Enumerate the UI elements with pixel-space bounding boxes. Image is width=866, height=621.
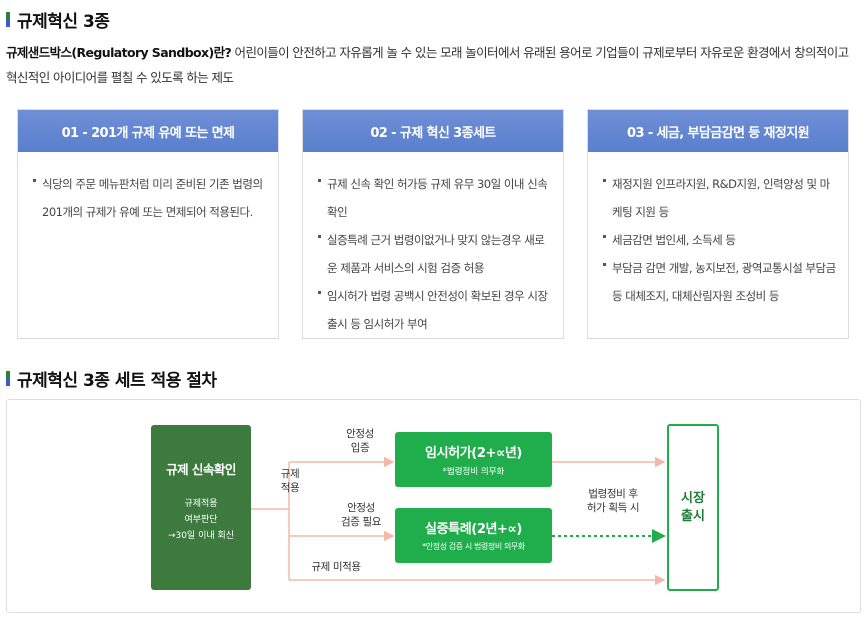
- card-3-list: 재정지원 인프라지원, R&D지원, 인력양성 및 마케팅 지원 등 세금감면 …: [588, 152, 848, 310]
- card-1-list: 식당의 주문 메뉴판처럼 미리 준비된 기존 법령의 201개의 규제가 유예 …: [18, 152, 278, 226]
- after-revision-label: 법령정비 후 허가 획득 시: [577, 487, 649, 515]
- temp-condition-label: 안정성 입증: [337, 427, 383, 455]
- after-revision-line-1: 법령정비 후: [588, 488, 638, 500]
- temp-permit-note: *법령정비 의무화: [442, 467, 505, 477]
- temp-condition-line-2: 입증: [350, 442, 370, 454]
- section-title-1: 규제혁신 3종: [6, 7, 110, 32]
- card-2-item-3: 임시허가 법령 공백시 안전성이 확보된 경우 시장 출시 등 임시허가 부여: [317, 282, 551, 338]
- card-3: 03 - 세금, 부담금감면 등 재정지원 재정지원 인프라지원, R&D지원,…: [587, 109, 849, 339]
- card-2-item-2: 실증특례 근거 법령이없거나 맞지 않는경우 새로운 제품과 서비스의 시험 검…: [317, 226, 551, 282]
- title-marker-icon: [6, 371, 10, 386]
- intro-paragraph: 규제샌드박스(Regulatory Sandbox)란? 어린이들이 안전하고 …: [6, 40, 858, 90]
- exemption-title: 실증특례(2년+∝): [425, 522, 522, 537]
- no-regulation-label: 규제 미적용: [311, 561, 361, 573]
- card-3-item-1: 재정지원 인프라지원, R&D지원, 인력양성 및 마케팅 지원 등: [602, 170, 836, 226]
- test-condition-line-2: 검증 필요: [341, 516, 381, 528]
- card-1-title: 01 - 201개 규제 유예 또는 면제: [18, 110, 278, 152]
- start-box: 규제 신속확인 규제적용 여부판단 →30일 이내 회신: [151, 425, 251, 590]
- start-sub-1: 규제적용: [184, 499, 218, 509]
- branch-label-line-1: 규제: [280, 468, 300, 480]
- title-marker-icon: [6, 12, 10, 27]
- temp-permit-title: 임시허가(2+∝년): [425, 446, 522, 461]
- after-revision-line-2: 허가 획득 시: [586, 502, 640, 514]
- section-title-text: 규제혁신 3종 세트 적용 절차: [17, 371, 217, 391]
- market-label-line-1: 시장: [681, 490, 705, 506]
- market-launch-box: 시장 출시: [667, 424, 719, 591]
- test-condition-label: 안정성 검증 필요: [333, 501, 389, 529]
- card-3-title: 03 - 세금, 부담금감면 등 재정지원: [588, 110, 848, 152]
- card-3-item-2: 세금감면 법인세, 소득세 등: [602, 226, 836, 254]
- regulatory-exemption-box: 실증특례(2년+∝) *안정성 검증 시 법령정비 의무화: [395, 508, 552, 563]
- temp-permit-box: 임시허가(2+∝년) *법령정비 의무화: [395, 432, 552, 487]
- card-2: 02 - 규제 혁신 3종세트 규제 신속 확인 허가등 규제 유무 30일 이…: [302, 109, 564, 339]
- card-2-item-1: 규제 신속 확인 허가등 규제 유무 30일 이내 신속 확인: [317, 170, 551, 226]
- start-title: 규제 신속확인: [166, 462, 236, 477]
- flow-arrows: [251, 456, 666, 586]
- card-1: 01 - 201개 규제 유예 또는 면제 식당의 주문 메뉴판처럼 미리 준비…: [17, 109, 279, 339]
- branch-label-line-2: 적용: [280, 482, 300, 494]
- card-1-item-1: 식당의 주문 메뉴판처럼 미리 준비된 기존 법령의 201개의 규제가 유예 …: [32, 170, 266, 226]
- test-condition-line-1: 안정성: [347, 502, 375, 514]
- card-3-item-3: 부담금 감면 개발, 농지보전, 광역교통시설 부담금 등 대체조지, 대체산림…: [602, 254, 836, 310]
- card-2-title: 02 - 규제 혁신 3종세트: [303, 110, 563, 152]
- start-sub-3: →30일 이내 회신: [167, 531, 235, 541]
- intro-description: 어린이들이 안전하고 자유롭게 놀 수 있는 모래 놀이터에서 유래된 용어로 …: [6, 45, 849, 85]
- section-title-text: 규제혁신 3종: [17, 12, 110, 32]
- intro-term: 규제샌드박스(Regulatory Sandbox)란?: [6, 45, 232, 60]
- exemption-note: *안정성 검증 시 법령정비 의무화: [422, 542, 525, 551]
- section-title-2: 규제혁신 3종 세트 적용 절차: [6, 366, 217, 391]
- start-sub-2: 여부판단: [184, 515, 218, 525]
- branch-label: 규제 적용: [273, 467, 307, 495]
- card-2-list: 규제 신속 확인 허가등 규제 유무 30일 이내 신속 확인 실증특례 근거 …: [303, 152, 563, 338]
- market-label-line-2: 출시: [681, 508, 705, 524]
- process-diagram: 규제 신속확인 규제적용 여부판단 →30일 이내 회신 규제 적용 안정성 입…: [6, 399, 861, 613]
- temp-condition-line-1: 안정성: [346, 428, 374, 440]
